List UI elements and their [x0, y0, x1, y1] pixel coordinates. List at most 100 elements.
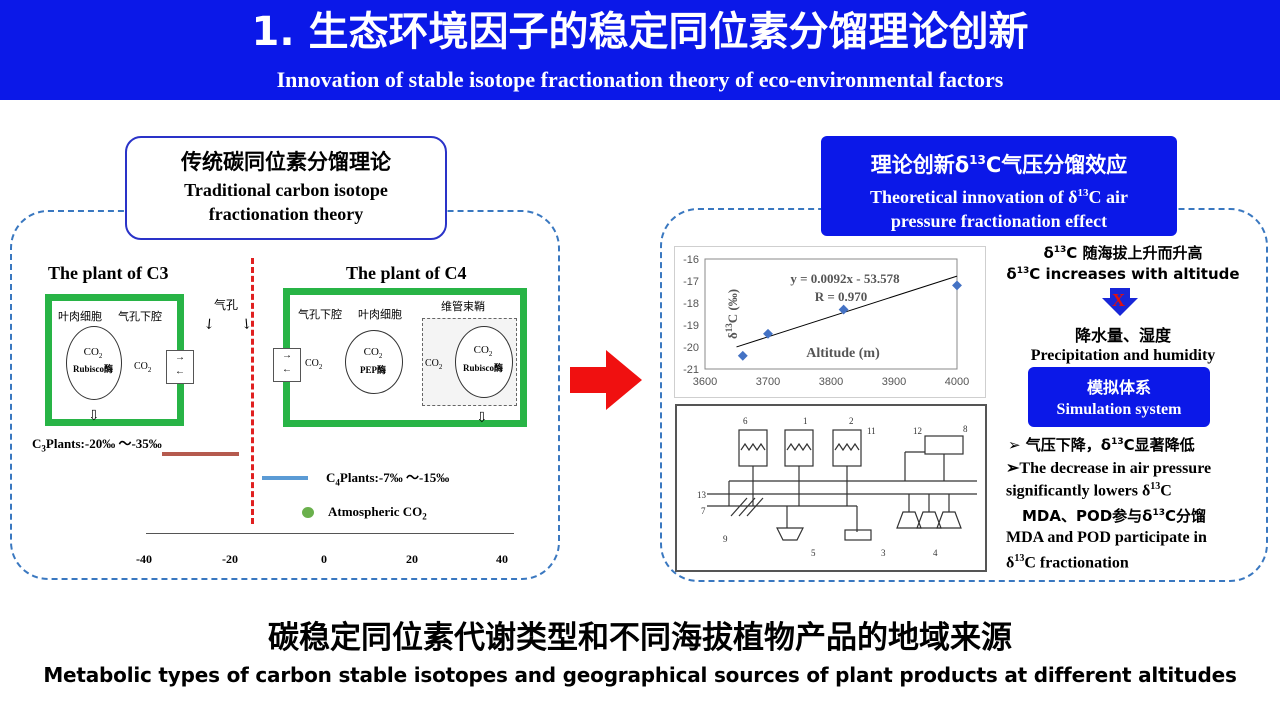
c3-rubisco-ellipse [66, 326, 122, 400]
r-value: R = 0.970 [815, 289, 868, 304]
c3-co2-inner: CO2 [83, 346, 103, 361]
c4-co2-outer-text: CO [305, 358, 319, 369]
axis-tick-neg20: -20 [222, 552, 238, 566]
data-point [838, 304, 849, 315]
increase-en-b: C increases with altitude [1029, 265, 1240, 283]
page-title: 1. 生态环境因子的稳定同位素分馏理论创新 [251, 9, 1029, 55]
label-4: 4 [933, 548, 938, 558]
c4-co2-middle-text: CO [425, 358, 439, 369]
y-tick-label: -19 [683, 320, 699, 332]
c4-co2-pep: CO2 [363, 346, 383, 361]
divider-line [251, 258, 254, 524]
simulation-cn: 模拟体系 [1086, 378, 1151, 397]
y-tick-label: -18 [683, 298, 699, 310]
increase-cn: δ13C 随海拔上升而升高 [992, 242, 1254, 263]
c4-range-text: Plants:-7‰ ～-15‰ [339, 470, 450, 485]
bullet2-en-line1: MDA and POD participate in [1006, 529, 1207, 546]
right-title-box: 理论创新δ13C气压分馏效应 Theoretical innovation of… [821, 136, 1177, 236]
bullet2-en-2b: C fractionation [1024, 554, 1129, 572]
trendline [736, 275, 958, 348]
footer-title-en: Metabolic types of carbon stable isotope… [43, 663, 1237, 687]
bullet2-en-line2: δ13C fractionation [1006, 553, 1129, 572]
bullet2-cn-a: MDA、POD参与δ [1022, 507, 1153, 525]
bullet2-cn-b: C分馏 [1165, 507, 1207, 525]
bullet1-cn: ➢ 气压下降，δ13C显著降低 [1008, 434, 1195, 455]
delta-axis-line [146, 533, 514, 534]
c4-range-bar [262, 476, 308, 480]
c3-co2-outer-text: CO [134, 361, 148, 372]
increase-en-sup: 13 [1016, 266, 1030, 276]
c3-plant-label: The plant of C3 [48, 263, 169, 283]
x-tick-label: 3800 [819, 376, 843, 388]
bullet1-en-2a: significantly lowers δ [1006, 482, 1151, 500]
c3-range-bar [162, 452, 239, 456]
footer-title-cn: 碳稳定同位素代谢类型和不同海拔植物产品的地域来源 [268, 620, 1012, 656]
trend-equation: y = 0.0092x - 53.578 [790, 271, 900, 286]
label-7: 7 [701, 506, 706, 516]
c4-co2-middle: CO2 [425, 358, 443, 371]
c4-co2-outer: CO2 [305, 358, 323, 371]
bullet1-en-line2: significantly lowers δ13C [1006, 481, 1172, 500]
axis-tick-20: 20 [406, 552, 418, 566]
apparatus-diagram: 6 1 2 11 12 8 13 7 9 5 3 4 [697, 416, 977, 558]
c4-range-sub: 4 [335, 477, 340, 488]
bullet2-en-2sup: 13 [1014, 553, 1025, 564]
data-point [952, 280, 962, 291]
increase-en-a: δ [1006, 265, 1017, 283]
right-title-cn-sup: 13 [969, 153, 986, 167]
bullet2-cn: MDA、POD参与δ13C分馏 [1022, 505, 1206, 526]
c4-plant-label: The plant of C4 [346, 263, 467, 283]
c4-bundle-label: 维管束鞘 [441, 300, 485, 313]
chamber-3 [832, 429, 862, 467]
y-axis-label-sup: 13 [724, 323, 734, 333]
y-tick-label: -21 [683, 364, 699, 376]
pump-5 [776, 527, 804, 541]
axis-tick-0: 0 [321, 552, 327, 566]
bullet1-cn-sup: 13 [1111, 437, 1124, 447]
data-point [763, 328, 773, 339]
c4-rubisco-ellipse [455, 326, 513, 398]
c4-range-label: C4Plants:-7‰ ～-15‰ [326, 467, 449, 488]
y-tick-label: -16 [683, 254, 699, 266]
right-title-en-1a: Theoretical innovation of δ [869, 187, 1078, 207]
cooler-box [924, 435, 964, 455]
chamber-2 [784, 429, 814, 467]
label-1: 1 [803, 416, 808, 426]
left-title-en-line2: fractionation theory [208, 204, 364, 224]
precip-en: Precipitation and humidity [1030, 347, 1216, 364]
label-6: 6 [743, 416, 748, 426]
atm-co2-sub: 2 [422, 511, 427, 522]
y-tick-label: -20 [683, 342, 699, 354]
down-arrow-icon [1102, 288, 1138, 316]
atm-co2-dot [302, 507, 314, 518]
x-tick-label: 3700 [756, 376, 780, 388]
apparatus-diagram-frame: 6 1 2 11 12 8 13 7 9 5 3 4 [675, 404, 987, 572]
label-13: 13 [697, 490, 707, 500]
label-3: 3 [881, 548, 886, 558]
pump-3 [844, 529, 872, 541]
page-subtitle: Innovation of stable isotope fractionati… [276, 67, 1004, 92]
c4-range-prefix: C [326, 470, 336, 485]
atm-co2-label: Atmospheric CO2 [328, 504, 427, 522]
c4-pep-label: PEP酶 [360, 365, 386, 375]
plot-area [704, 258, 958, 370]
y-axis-label-delta: δ [725, 332, 740, 339]
data-point [737, 350, 748, 361]
c4-output-arrow: ⇩ [476, 411, 488, 426]
bullet1-cn-b: C显著降低 [1123, 436, 1195, 454]
atm-co2-text: Atmospheric CO [328, 504, 423, 519]
c3-range-sub: 3 [41, 443, 46, 454]
precip-cn: 降水量、湿度 [1074, 326, 1171, 345]
header-banner [0, 0, 1280, 100]
y-tick-label: -17 [683, 276, 699, 288]
x-tick-label: 4000 [945, 376, 969, 388]
label-11: 11 [867, 426, 876, 436]
c3-range-label: C3Plants:-20‰ ～-35‰ [32, 433, 162, 454]
c3-substomatal-label: 气孔下腔 [118, 310, 162, 323]
flask-3 [936, 511, 962, 529]
left-title-en-line1: Traditional carbon isotope [184, 180, 388, 200]
label-8: 8 [963, 424, 968, 434]
c3-mesophyll-label: 叶肉细胞 [58, 310, 102, 323]
x-tick-label: 3600 [693, 376, 717, 388]
